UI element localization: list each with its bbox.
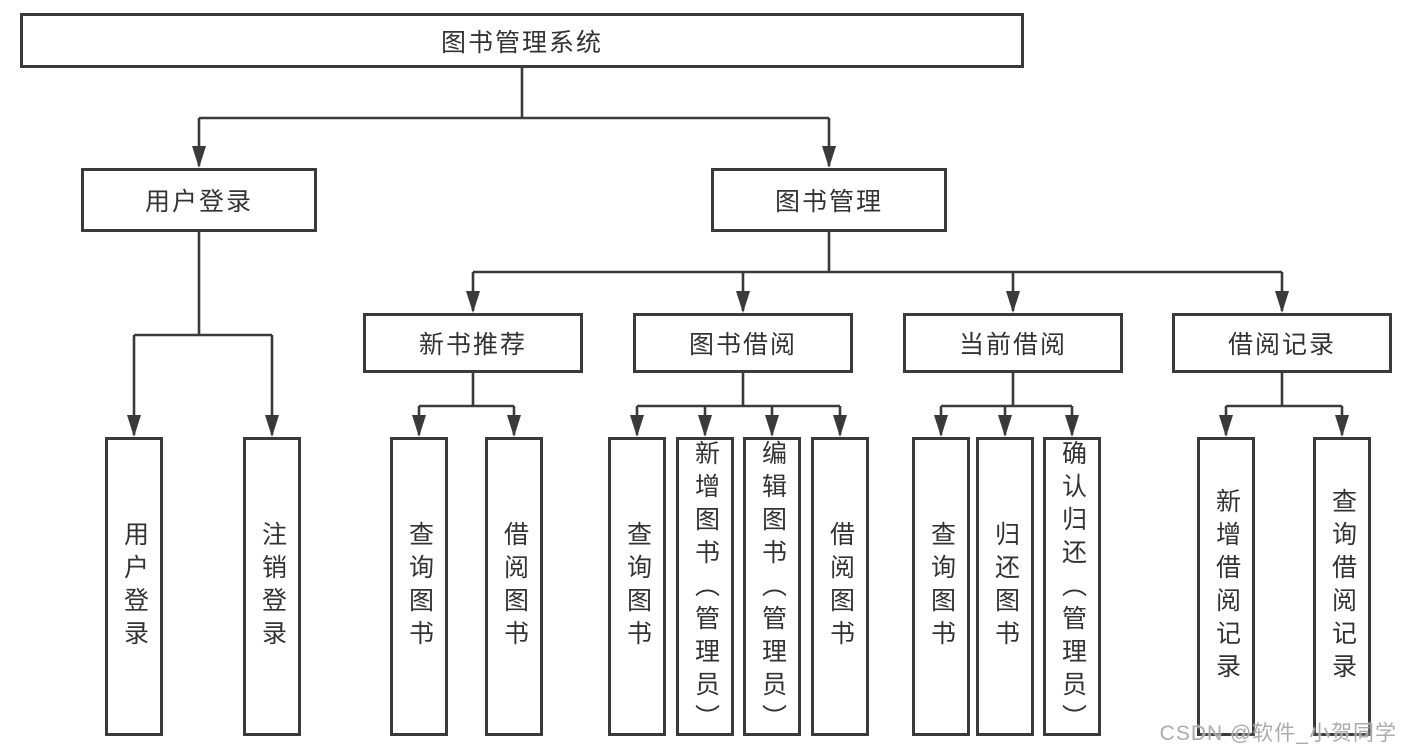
leaf-current-query-books: 查询图书: [912, 437, 970, 736]
node-label: 图书管理: [774, 188, 883, 216]
leaf-borrow-query-books: 查询图书: [608, 437, 666, 736]
leaf-label: 查询借阅记录: [1328, 487, 1357, 686]
leaf-logout: 注销登录: [243, 437, 301, 736]
leaf-label: 借阅图书: [500, 520, 529, 653]
node-current-borrow: 当前借阅: [903, 313, 1123, 373]
leaf-newbook-query-books: 查询图书: [390, 437, 448, 736]
leaf-borrow-borrow-books: 借阅图书: [811, 437, 869, 736]
node-borrow-records: 借阅记录: [1172, 313, 1392, 373]
leaf-label: 查询图书: [623, 520, 652, 653]
node-book-management: 图书管理: [711, 168, 947, 232]
leaf-user-login: 用户登录: [105, 437, 163, 736]
node-user-login: 用户登录: [81, 168, 317, 232]
node-book-borrow: 图书借阅: [633, 313, 853, 373]
leaf-label: 注销登录: [258, 520, 287, 653]
leaf-current-confirm-return-admin: 确认归还（管理员）: [1043, 437, 1101, 737]
node-library-system: 图书管理系统: [20, 13, 1024, 68]
leaf-records-add-record: 新增借阅记录: [1197, 437, 1255, 736]
leaf-label: 借阅图书: [826, 520, 855, 653]
leaf-label: 新增图书（管理员）: [691, 440, 720, 737]
leaf-borrow-edit-books-admin: 编辑图书（管理员）: [743, 437, 801, 737]
csdn-watermark: CSDN @软件_小贺同学: [1159, 722, 1397, 745]
node-label: 图书管理系统: [440, 28, 603, 57]
leaf-records-query-record: 查询借阅记录: [1313, 437, 1371, 736]
node-label: 新书推荐: [418, 331, 527, 359]
leaf-label: 编辑图书（管理员）: [758, 440, 787, 737]
leaf-label: 归还图书: [991, 520, 1020, 653]
leaf-label: 新增借阅记录: [1212, 487, 1241, 686]
leaf-borrow-add-books-admin: 新增图书（管理员）: [676, 437, 734, 737]
leaf-newbook-borrow-books: 借阅图书: [485, 437, 543, 736]
node-label: 图书借阅: [688, 331, 797, 359]
leaf-label: 用户登录: [120, 520, 149, 653]
node-label: 借阅记录: [1227, 331, 1336, 359]
leaf-label: 查询图书: [405, 520, 434, 653]
node-new-book-recommend: 新书推荐: [363, 313, 583, 373]
leaf-label: 确认归还（管理员）: [1058, 440, 1087, 737]
leaf-label: 查询图书: [927, 520, 956, 653]
node-label: 当前借阅: [958, 331, 1067, 359]
node-label: 用户登录: [144, 188, 253, 216]
leaf-current-return-books: 归还图书: [976, 437, 1034, 736]
